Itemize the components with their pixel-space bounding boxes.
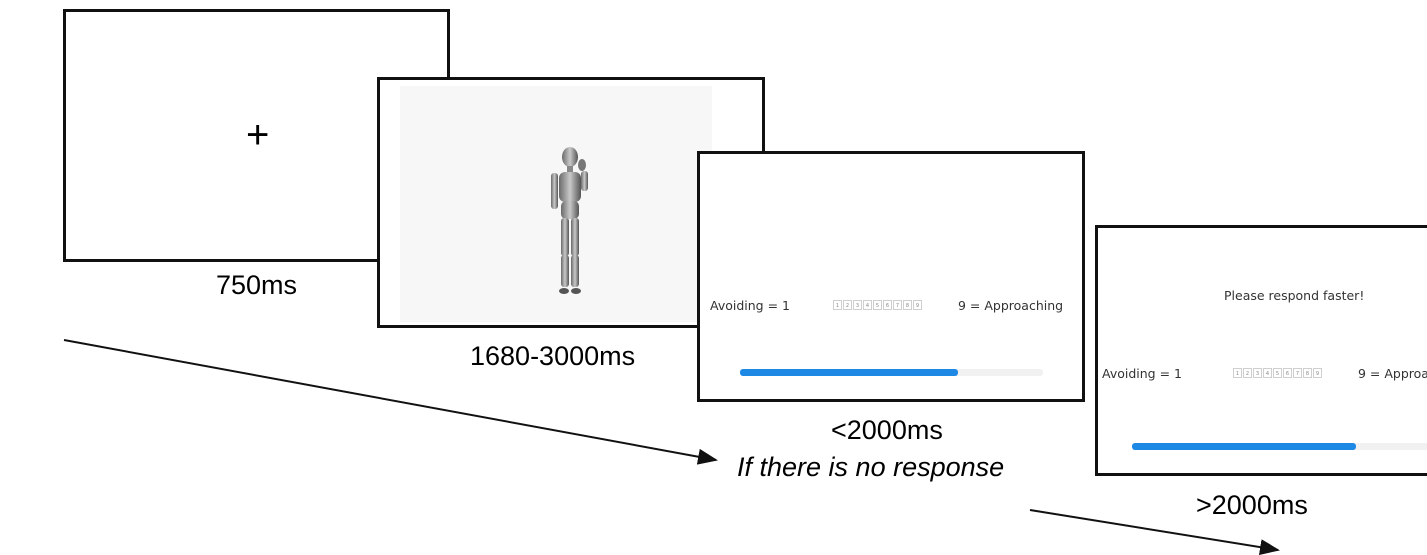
response-progress-track: [740, 369, 1043, 376]
duration-label-fixation: 750ms: [216, 270, 298, 300]
mannequin-figure: [551, 147, 588, 294]
duration-label-feedback: >2000ms: [1196, 490, 1308, 520]
scale-left-label: Avoiding = 1: [1102, 366, 1182, 381]
response-progress-fill: [1132, 443, 1356, 450]
scale-option-9[interactable]: 9: [913, 300, 922, 310]
no-response-note: If there is no response: [737, 452, 1005, 482]
stimulus-screen: [377, 77, 765, 328]
scale-option-3[interactable]: 3: [853, 300, 862, 310]
scale-option-7[interactable]: 7: [893, 300, 902, 310]
scale-option-4[interactable]: 4: [1263, 368, 1272, 378]
response-progress-fill: [740, 369, 959, 376]
scale-right-label: 9 = Approa: [1358, 366, 1427, 381]
response-progress-track: [1132, 443, 1427, 450]
scale-option-3[interactable]: 3: [1253, 368, 1262, 378]
scale-option-8[interactable]: 8: [903, 300, 912, 310]
scale-option-6[interactable]: 6: [883, 300, 892, 310]
scale-option-5[interactable]: 5: [873, 300, 882, 310]
arrow-to-no-response: [63, 339, 718, 465]
scale-right-label: 9 = Approaching: [958, 298, 1064, 313]
duration-label-stimulus: 1680-3000ms: [470, 341, 636, 371]
scale-option-6[interactable]: 6: [1283, 368, 1292, 378]
scale-option-2[interactable]: 2: [1243, 368, 1252, 378]
scale-option-7[interactable]: 7: [1293, 368, 1302, 378]
scale-option-5[interactable]: 5: [1273, 368, 1282, 378]
scale-option-1[interactable]: 1: [1233, 368, 1242, 378]
scale-left-label: Avoiding = 1: [710, 298, 790, 313]
duration-label-rating: <2000ms: [831, 415, 943, 445]
arrow-to-feedback: [1029, 509, 1280, 555]
fixation-cross: +: [246, 113, 270, 157]
scale-option-2[interactable]: 2: [843, 300, 852, 310]
scale-option-4[interactable]: 4: [863, 300, 872, 310]
scale-option-8[interactable]: 8: [1303, 368, 1312, 378]
warning-message: Please respond faster!: [1224, 288, 1365, 303]
scale-option-1[interactable]: 1: [833, 300, 842, 310]
scale-option-9[interactable]: 9: [1313, 368, 1322, 378]
